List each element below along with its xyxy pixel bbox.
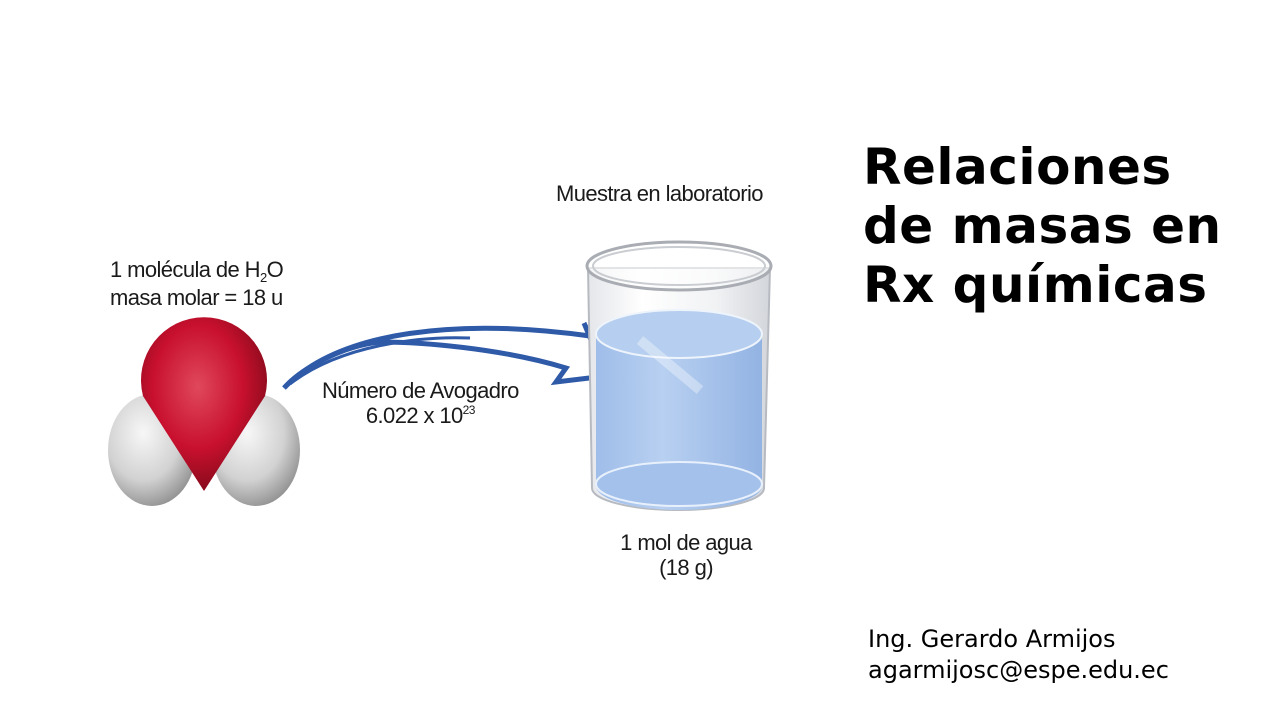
subscript: 2 [259,270,267,285]
arrow-icon [282,321,610,390]
avogadro-title: Número de Avogadro [322,378,519,403]
avogadro-value: 6.022 x 10 [365,402,463,428]
mole-water-label: 1 mol de agua (18 g) [612,530,760,580]
title-line-1: Relaciones [863,138,1172,196]
beaker-icon [585,240,773,511]
molar-mass-label: masa molar = 18 u [110,284,283,310]
author-block: Ing. Gerardo Armijos agarmijosc@espe.edu… [868,624,1169,686]
sample-label: Muestra en laboratorio [556,181,764,206]
author-email: agarmijosc@espe.edu.ec [868,656,1169,684]
slide-title: Relaciones de masas en Rx químicas [863,138,1222,315]
title-line-3: Rx químicas [863,256,1208,314]
avogadro-label: Número de Avogadro 6.022 x 1023 [322,378,519,428]
figure-graphics [108,240,773,511]
author-name: Ing. Gerardo Armijos [868,625,1116,653]
mole-water-text: 1 mol de agua [620,530,752,555]
water-mole-figure: 1 molécula de H2O masa molar = 18 u Núme… [108,181,773,580]
molecule-label-text: 1 molécula de H [110,257,261,282]
water-molecule-icon [108,317,300,506]
mole-water-mass: (18 g) [659,554,713,580]
molecule-label-suffix: O [266,257,284,282]
title-line-2: de masas en [863,197,1222,255]
molecule-label: 1 molécula de H2O masa molar = 18 u [110,257,284,310]
avogadro-exponent: 23 [462,402,476,417]
